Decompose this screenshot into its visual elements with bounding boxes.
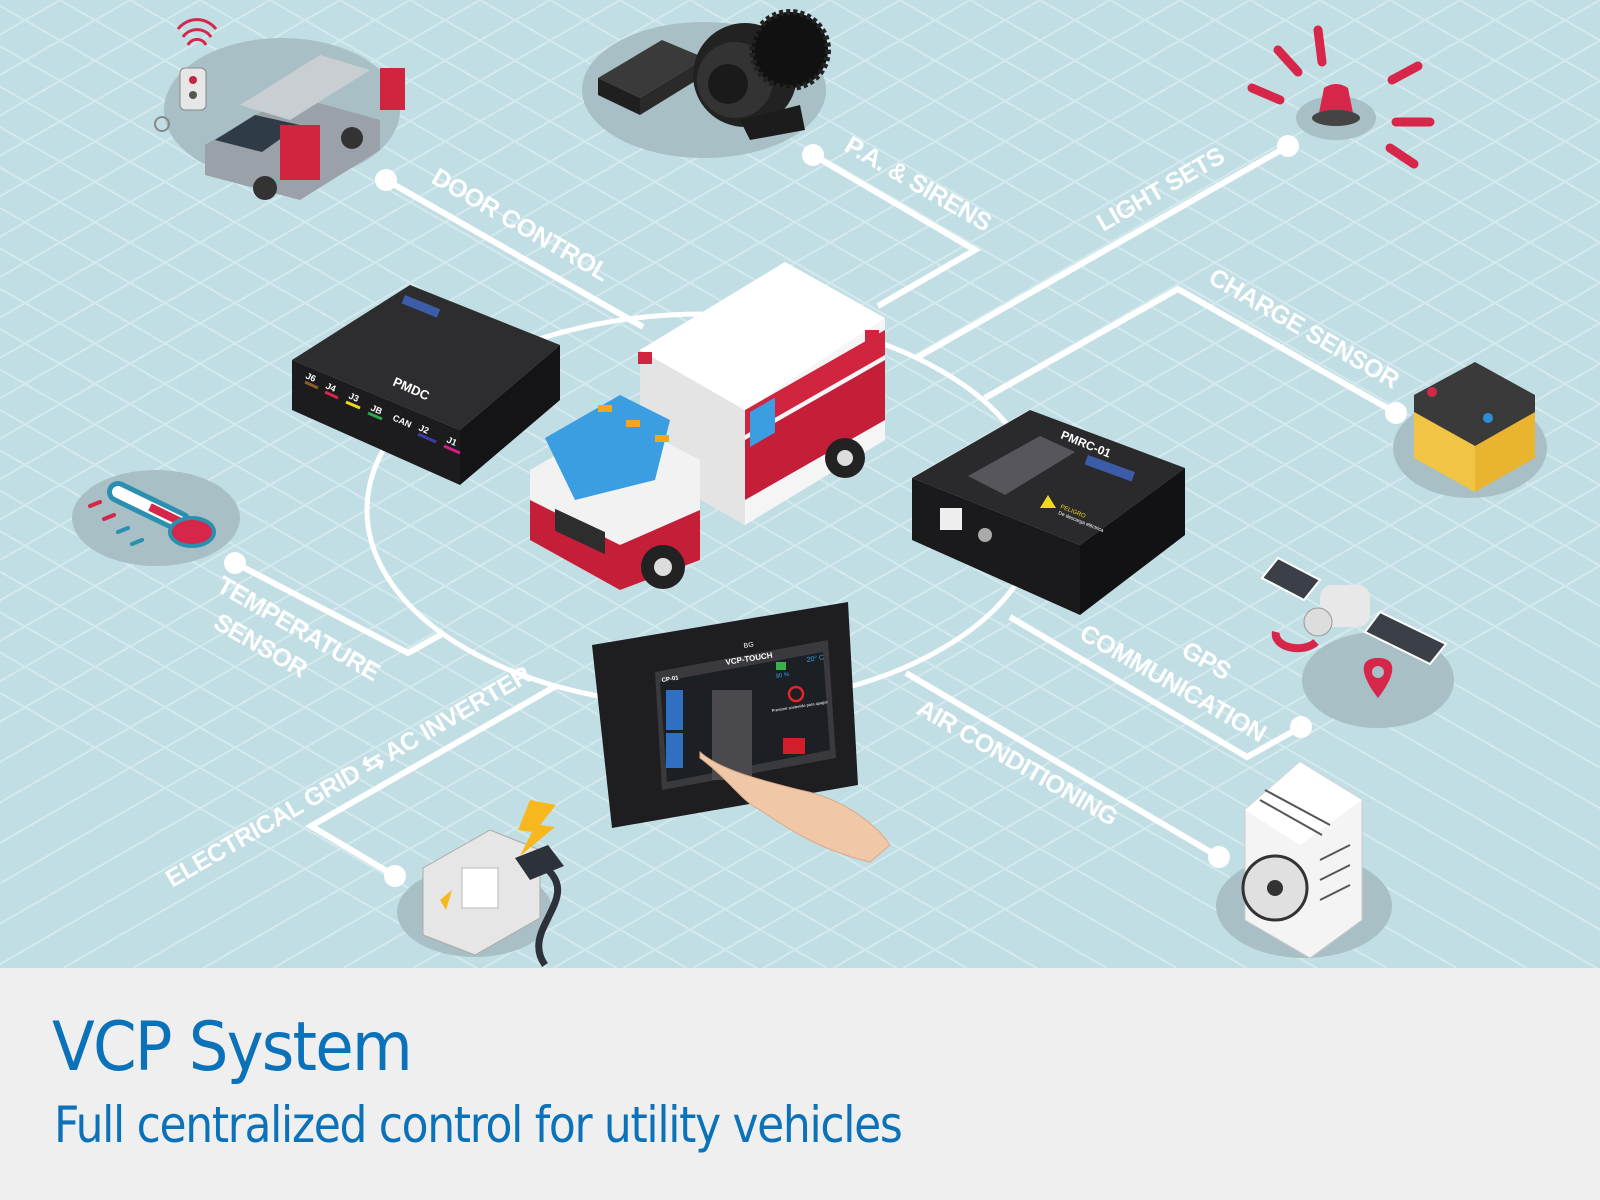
grid-line — [0, 0, 1111, 643]
grid-line — [0, 610, 618, 968]
vcp-screen-id: CP-01 — [661, 675, 679, 684]
grid-line — [0, 0, 1321, 764]
grid-line — [762, 483, 1600, 968]
vcp-temperature: 20° C — [806, 653, 825, 664]
thermometer-icon — [88, 481, 216, 548]
port-j2: J2 — [417, 423, 430, 436]
grid-line — [0, 0, 831, 481]
grid-line — [1529, 0, 1600, 42]
system-diagram: DOOR CONTROL P.A. & SIRENS LIGHT SETS CH… — [0, 0, 1600, 968]
grid-line — [0, 287, 1178, 968]
ambulance — [530, 262, 885, 590]
vcp-battery: 90 % — [775, 672, 790, 680]
port-j3: J3 — [347, 391, 360, 404]
footer-banner: VCP System Full centralized control for … — [0, 968, 1600, 1200]
diagram-canvas: DOOR CONTROL P.A. & SIRENS LIGHT SETS CH… — [0, 0, 1600, 968]
grid-line — [0, 530, 758, 968]
grid-line — [0, 0, 341, 198]
temperature-line — [233, 560, 446, 657]
port-jb: JB — [369, 403, 384, 417]
grid-line — [902, 564, 1600, 968]
vcp-brand: BG — [743, 641, 754, 649]
grid-line — [0, 570, 688, 968]
grid-line — [0, 0, 1251, 723]
connector-dots — [224, 135, 1407, 887]
light-beacon-icon — [1247, 25, 1435, 169]
air-conditioning-line — [904, 670, 1221, 860]
grid-line — [0, 0, 761, 440]
grid-line — [0, 247, 1248, 968]
battery-icon — [1414, 362, 1535, 492]
grid-line — [0, 0, 901, 521]
page-subtitle: Full centralized control for utility veh… — [54, 1096, 903, 1154]
charge-sensor-line — [983, 285, 1398, 416]
grid-line — [0, 39, 1600, 966]
pmdc-device: PMDC J6 J4 J3 JB CAN J2 J1 — [292, 285, 560, 485]
grid-line — [692, 443, 1600, 968]
pa-sirens-line — [811, 152, 981, 309]
door-control-line — [384, 177, 645, 330]
grid-line — [0, 0, 411, 238]
port-j1: J1 — [445, 435, 458, 448]
vcp-touch-device: VCP-TOUCH BG CP-01 20° C 90 % Presione s… — [592, 602, 891, 863]
pmrc-device: PMRC-01 PELIGRO De descarga eléctrica — [912, 410, 1185, 615]
grid-line — [0, 206, 1318, 968]
grid-line — [0, 0, 691, 400]
van-icon — [154, 18, 405, 200]
grid-line — [0, 651, 548, 968]
air-conditioner-icon — [1241, 761, 1363, 959]
gps-satellite-icon — [1260, 556, 1448, 698]
grid-line — [832, 524, 1600, 968]
connector-lines — [233, 143, 1398, 879]
gps-line — [1008, 614, 1303, 761]
power-socket-icon — [422, 800, 564, 968]
pa-siren-icon — [598, 9, 831, 140]
label-charge-sensor: CHARGE SENSOR — [1204, 263, 1404, 395]
light-sets-line — [916, 143, 1290, 360]
grid-line — [0, 691, 478, 968]
port-j4: J4 — [324, 381, 337, 394]
electrical-line — [305, 683, 558, 879]
port-j6: J6 — [304, 371, 317, 384]
grid-line — [0, 0, 1181, 683]
page-title: VCP System — [52, 1008, 413, 1087]
